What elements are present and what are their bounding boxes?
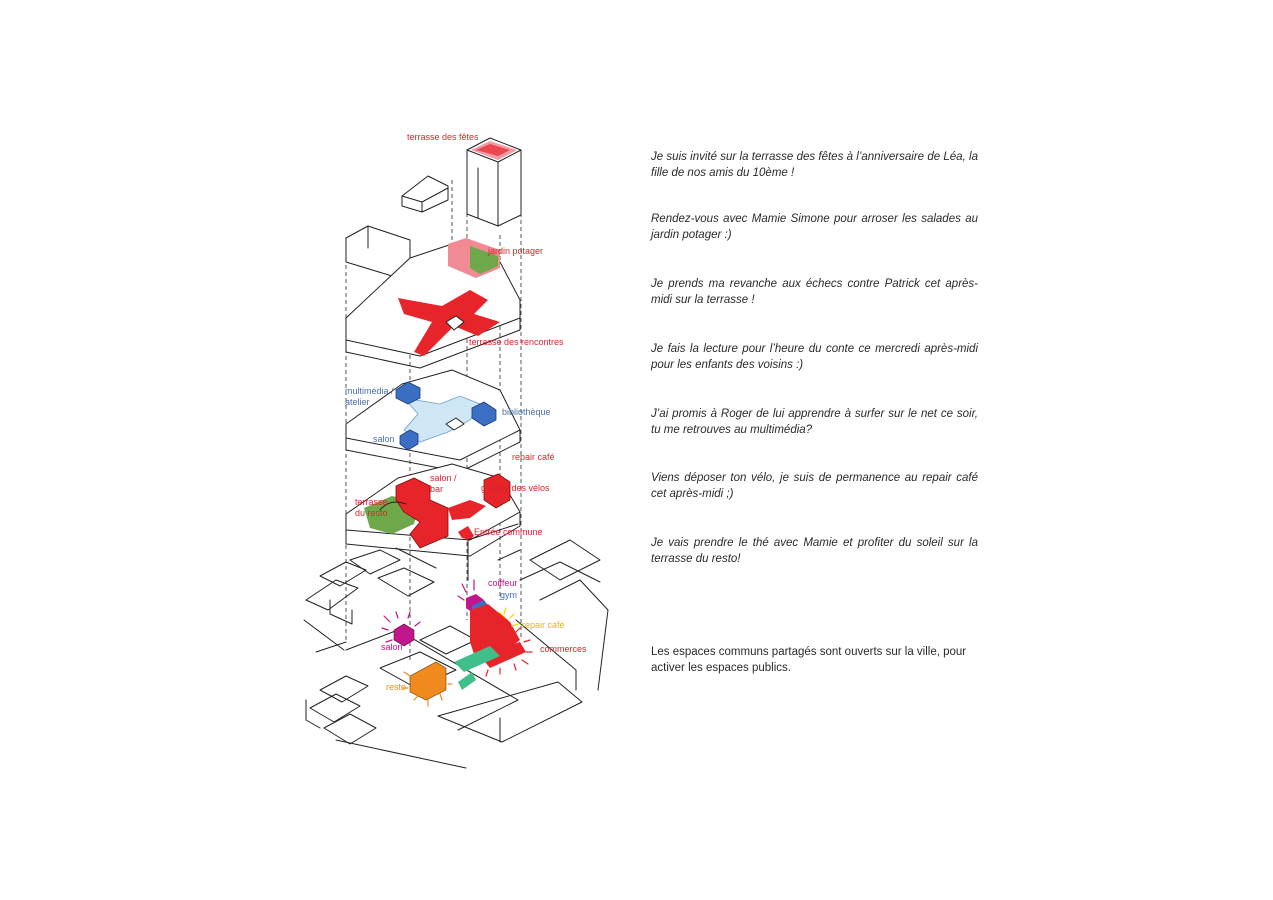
label-gym: gym [500,590,517,600]
multimedia-atelier-block [395,381,421,405]
tower-block [466,137,522,227]
diagram-labels: terrasse des fêtes jardin potager terras… [345,132,587,692]
story-echecs-terrasse: Je prends ma revanche aux échecs contre … [651,278,978,306]
salon-bar-block [395,477,449,549]
story-multimedia: J’ai promis à Roger de lui apprendre à s… [651,408,978,436]
label-atelier: atelier [345,397,370,407]
bibliotheque-block [471,401,497,427]
garage-velos-block [483,473,511,509]
label-bibliotheque: bibliothèque [502,407,551,417]
story-repair-cafe: Viens déposer ton vélo, je suis de perma… [651,472,978,500]
label-coiffeur: coiffeur [488,578,517,588]
commerces-block-2 [480,642,526,668]
label-repair-cafe: repair café [512,452,555,462]
salon-ground-block [393,623,415,647]
small-house [401,175,449,213]
story-jardin-potager: Rendez-vous avec Mamie Simone pour arros… [651,213,978,241]
story-terrasse-fetes: Je suis invité sur la terrasse des fêtes… [651,151,978,179]
resto-block [409,661,447,701]
label-garage-des-velos: garage des vélos [481,483,550,493]
ground-programs [393,594,526,701]
label-salon-blue: salon [373,434,395,444]
label-terrasse: terrasse [355,497,388,507]
label-du-resto: du resto [355,508,388,518]
salon-blue-block [399,429,419,451]
label-entree-commune: Entrée commune [474,527,543,537]
label-salon-ground: salon [381,642,403,652]
label-repair-cafe-ground: repair café [522,620,565,630]
story-heure-du-conte: Je fais la lecture pour l’heure du conte… [651,343,978,371]
story-terrasse-resto: Je vais prendre le thé avec Mamie et pro… [651,537,978,565]
label-salon-bar: salon / [430,473,457,483]
conclusion-text: Les espaces communs partagés sont ouvert… [651,646,967,674]
label-terrasse-des-fetes: terrasse des fêtes [407,132,479,142]
green-path [454,646,500,672]
activity-rays [381,579,533,707]
label-commerces: commerces [540,644,587,654]
entree-arrow [458,526,474,540]
label-jardin-potager: jardin potager [487,246,543,256]
label-multimedia: multimédia / [345,386,394,396]
city-base [303,523,609,769]
label-terrasse-des-rencontres: terrasse des rencontres [469,337,564,347]
commerces-block [470,604,520,660]
label-resto: resto [386,682,406,692]
ground-common-level [345,463,521,557]
library-level [345,369,521,473]
label-bar: bar [430,484,443,494]
roof-level [345,225,521,369]
